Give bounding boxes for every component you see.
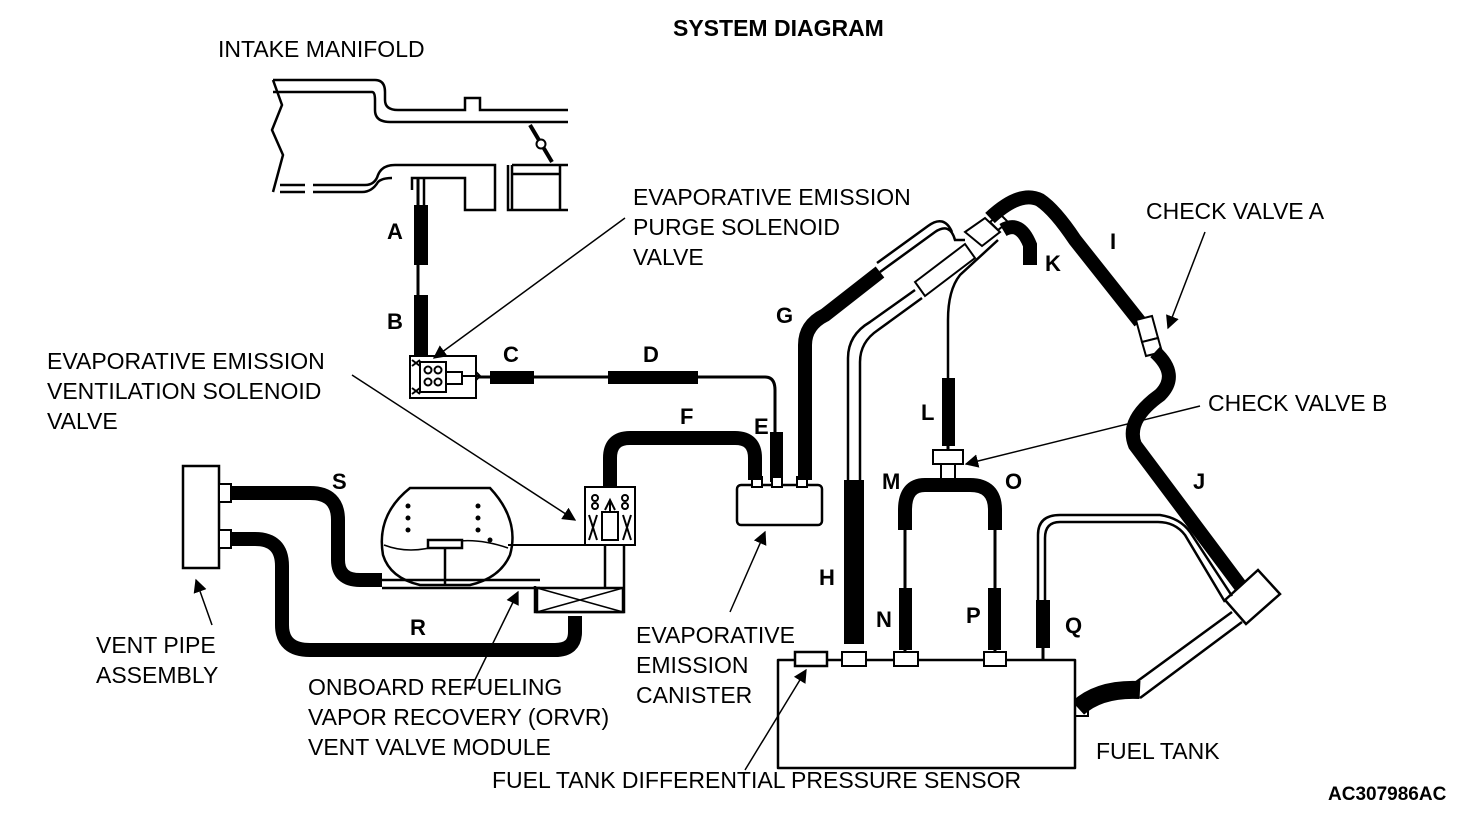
hose-f <box>603 431 762 488</box>
label-vent-pipe-line1: VENT PIPE <box>96 632 216 658</box>
label-orvr-line1: ONBOARD REFUELING <box>308 674 563 700</box>
hose-c-d-e <box>478 371 783 482</box>
filler-pipe <box>1036 513 1282 700</box>
hose-s <box>231 486 382 587</box>
vent-pipe-assembly <box>181 464 232 570</box>
label-ventilation-valve-line2: VENTILATION SOLENOID <box>47 378 322 404</box>
leader-lines <box>193 217 1206 771</box>
orvr-vapor-dome <box>380 486 585 587</box>
label-canister-line2: EMISSION <box>636 652 749 678</box>
purge-solenoid-valve <box>409 355 483 399</box>
label-purge-valve-line2: PURGE SOLENOID <box>633 214 841 240</box>
label-orvr-line3: VENT VALVE MODULE <box>308 734 551 760</box>
figure-id: AC307986AC <box>1328 784 1447 805</box>
label-purge-valve-line3: VALVE <box>633 244 704 270</box>
hose-junction-top <box>913 212 1010 298</box>
ventilation-solenoid-valve <box>584 486 636 546</box>
intake-manifold <box>270 78 568 212</box>
label-ventilation-valve-line3: VALVE <box>47 408 118 434</box>
hose-a-b <box>414 178 428 358</box>
label-vent-pipe-line2: ASSEMBLY <box>96 662 219 688</box>
label-orvr-line2: VAPOR RECOVERY (ORVR) <box>308 704 610 730</box>
hose-label-c: C <box>503 342 519 367</box>
hose-m-o <box>898 478 1002 530</box>
hose-label-q: Q <box>1065 613 1083 638</box>
hose-label-j: J <box>1193 469 1206 494</box>
hose-label-a: A <box>387 219 403 244</box>
hose-label-r: R <box>410 615 426 640</box>
orvr-dots <box>405 503 493 543</box>
hose-label-f: F <box>680 404 694 429</box>
hose-label-d: D <box>643 342 659 367</box>
label-check-valve-a: CHECK VALVE A <box>1146 198 1325 224</box>
hose-label-e: E <box>754 414 769 439</box>
hose-label-h: H <box>819 565 835 590</box>
hose-n-p <box>899 530 1001 656</box>
hose-label-n: N <box>876 607 892 632</box>
orvr-vent-valve-module <box>382 545 626 614</box>
label-check-valve-b: CHECK VALVE B <box>1208 390 1388 416</box>
hose-g <box>798 219 965 480</box>
hose-r <box>231 532 582 657</box>
hose-label-s: S <box>332 469 347 494</box>
label-fuel-tank: FUEL TANK <box>1096 738 1220 764</box>
label-canister-line1: EVAPORATIVE <box>636 622 795 648</box>
hose-k <box>946 220 1037 380</box>
hose-label-k: K <box>1045 251 1061 276</box>
hose-label-i: I <box>1110 229 1117 254</box>
evaporative-emission-canister <box>735 476 824 527</box>
label-intake-manifold: INTAKE MANIFOLD <box>218 36 425 62</box>
filler-hose <box>1071 680 1141 715</box>
throttle-valve-icon <box>528 123 554 164</box>
hose-label-p: P <box>966 603 981 628</box>
hose-label-o: O <box>1005 469 1023 494</box>
diagram-title: SYSTEM DIAGRAM <box>673 15 884 41</box>
hose-label-l: L <box>921 400 935 425</box>
hose-label-g: G <box>776 303 794 328</box>
label-canister-line3: CANISTER <box>636 682 753 708</box>
check-valve-b <box>932 449 964 483</box>
hose-label-m: M <box>882 469 901 494</box>
hose-j <box>1125 346 1251 597</box>
label-pressure-sensor: FUEL TANK DIFFERENTIAL PRESSURE SENSOR <box>492 767 1022 793</box>
hose-label-b: B <box>387 309 403 334</box>
hose-q <box>1036 600 1050 660</box>
label-ventilation-valve-line1: EVAPORATIVE EMISSION <box>47 348 325 374</box>
fuel-tank <box>776 650 1089 770</box>
hose-i <box>985 190 1146 327</box>
hose-h <box>844 288 923 644</box>
hose-l <box>942 378 955 452</box>
label-purge-valve-line1: EVAPORATIVE EMISSION <box>633 184 911 210</box>
